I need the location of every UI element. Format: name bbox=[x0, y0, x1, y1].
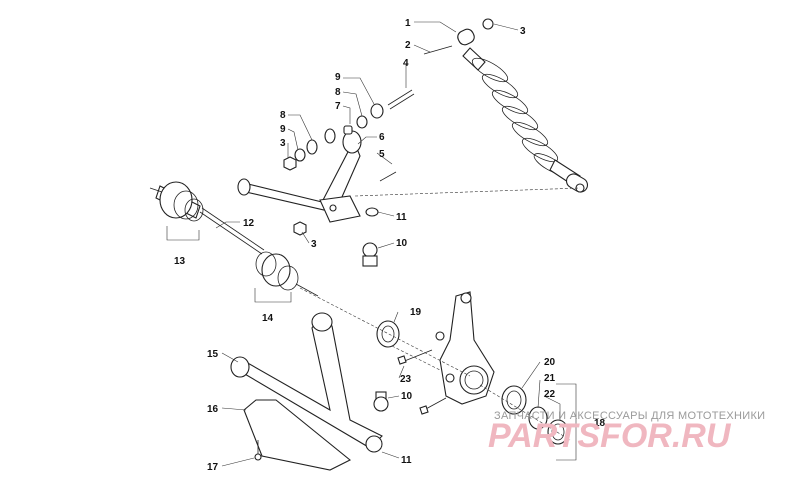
callout-10-bottom[interactable]: 10 bbox=[401, 391, 413, 402]
steering-knuckle bbox=[435, 291, 495, 405]
callout-6[interactable]: 6 bbox=[379, 132, 385, 143]
seal-19 bbox=[376, 320, 400, 348]
leader-lines bbox=[215, 21, 561, 467]
callout-12[interactable]: 12 bbox=[243, 218, 255, 229]
assembly-lines bbox=[299, 187, 581, 441]
callout-15[interactable]: 15 bbox=[207, 349, 219, 360]
callout-3-left[interactable]: 3 bbox=[280, 138, 286, 149]
callout-21[interactable]: 21 bbox=[544, 373, 556, 384]
watermark-logo: PARTSFOR.RU bbox=[488, 417, 732, 455]
lower-a-arm bbox=[230, 312, 383, 453]
callout-8-top[interactable]: 8 bbox=[335, 87, 341, 98]
watermark-subtitle: ЗАПЧАСТИ И АКСЕССУАРЫ ДЛЯ МОТОТЕХНИКИ bbox=[494, 410, 765, 422]
callout-labels: 1 2 3 4 9 8 7 8 9 3 6 5 11 12 3 10 13 14… bbox=[174, 18, 606, 473]
callout-7[interactable]: 7 bbox=[335, 101, 341, 112]
callout-2[interactable]: 2 bbox=[405, 40, 411, 51]
callout-9-mid[interactable]: 9 bbox=[280, 124, 286, 135]
bracket-18 bbox=[556, 383, 577, 461]
wheel-bearing bbox=[501, 385, 569, 445]
callout-11-bottom[interactable]: 11 bbox=[401, 455, 412, 466]
callout-19[interactable]: 19 bbox=[410, 307, 422, 318]
callout-13[interactable]: 13 bbox=[174, 256, 186, 267]
callout-22[interactable]: 22 bbox=[544, 389, 556, 400]
cv-axle bbox=[149, 181, 319, 297]
callout-14[interactable]: 14 bbox=[262, 313, 274, 324]
callout-23[interactable]: 23 bbox=[400, 374, 412, 385]
shock-absorber bbox=[457, 18, 589, 193]
callout-10-top[interactable]: 10 bbox=[396, 238, 408, 249]
skid-plate bbox=[243, 399, 352, 471]
bracket-14 bbox=[254, 288, 292, 303]
lower-ball-joint bbox=[373, 391, 389, 412]
upper-hardware bbox=[283, 45, 453, 236]
callout-17[interactable]: 17 bbox=[207, 462, 219, 473]
callout-9-top[interactable]: 9 bbox=[335, 72, 341, 83]
small-bolts bbox=[254, 349, 447, 461]
callout-11-top[interactable]: 11 bbox=[396, 212, 407, 223]
callout-20[interactable]: 20 bbox=[544, 357, 556, 368]
callout-3-bottom[interactable]: 3 bbox=[311, 239, 317, 250]
callout-3-top[interactable]: 3 bbox=[520, 26, 526, 37]
callout-18[interactable]: 18 bbox=[594, 418, 606, 429]
upper-a-arm bbox=[237, 130, 362, 223]
callout-1[interactable]: 1 bbox=[405, 18, 411, 29]
upper-ball-joint bbox=[362, 242, 378, 267]
callout-5[interactable]: 5 bbox=[379, 149, 385, 160]
callout-8-mid[interactable]: 8 bbox=[280, 110, 286, 121]
watermark: ЗАПЧАСТИ И АКСЕССУАРЫ ДЛЯ МОТОТЕХНИКИ PA… bbox=[488, 410, 765, 455]
bracket-13 bbox=[166, 226, 200, 241]
callout-16[interactable]: 16 bbox=[207, 404, 219, 415]
callout-4[interactable]: 4 bbox=[403, 58, 409, 69]
